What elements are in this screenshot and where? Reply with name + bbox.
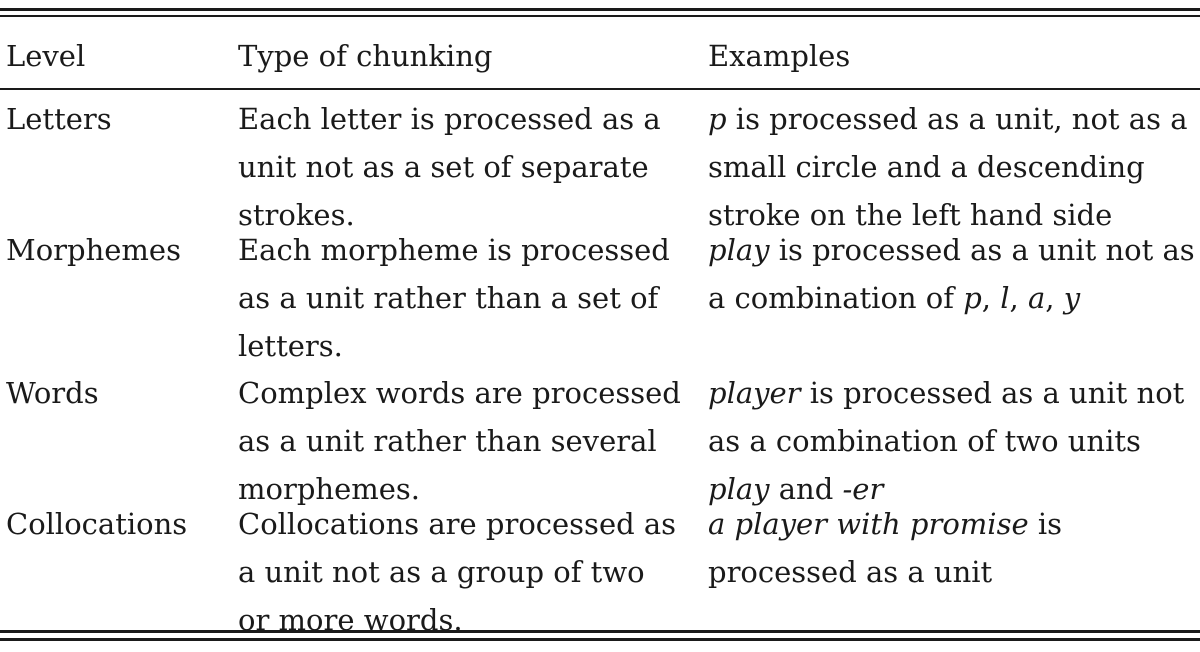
type-line: Each morpheme is processed xyxy=(238,233,670,267)
example-text: , xyxy=(1009,281,1028,315)
type-line: as a unit rather than a set of xyxy=(238,281,659,315)
example-text: is processed as a unit, not as a xyxy=(726,102,1188,136)
row-type-description: Complex words are processed as a unit rat… xyxy=(238,369,681,513)
type-line: letters. xyxy=(238,329,343,363)
row-type-description: Each morpheme is processed as a unit rath… xyxy=(238,226,670,370)
example-line: stroke on the left hand side xyxy=(708,191,1187,239)
example-text: stroke on the left hand side xyxy=(708,198,1113,232)
example-italic-term: a xyxy=(1027,281,1046,315)
example-text: and xyxy=(769,472,843,506)
example-text: is xyxy=(1028,507,1063,541)
header-rule xyxy=(0,88,1200,90)
example-italic-term: l xyxy=(1000,281,1010,315)
type-line: or more words. xyxy=(238,603,463,637)
row-example: p is processed as a unit, not as a small … xyxy=(708,95,1187,239)
header-level: Level xyxy=(6,39,86,73)
bottom-double-rule-lower xyxy=(0,638,1200,641)
row-level-label: Letters xyxy=(6,102,112,136)
example-text: is processed as a unit not xyxy=(800,376,1185,410)
type-line: Collocations are processed as xyxy=(238,507,677,541)
row-level-label: Words xyxy=(6,376,99,410)
example-text: a combination of xyxy=(708,281,964,315)
type-line: Each letter is processed as a xyxy=(238,102,661,136)
example-italic-term: -er xyxy=(842,472,884,506)
example-text: , xyxy=(981,281,1001,315)
example-italic-term: y xyxy=(1063,281,1081,315)
type-line: morphemes. xyxy=(238,472,420,506)
example-italic-term: player xyxy=(708,376,801,410)
row-example: player is processed as a unit not as a co… xyxy=(708,369,1184,513)
top-double-rule-upper xyxy=(0,8,1200,11)
type-line: strokes. xyxy=(238,198,355,232)
top-double-rule-lower xyxy=(0,15,1200,17)
row-example: a player with promise is processed as a u… xyxy=(708,500,1062,596)
row-type-description: Each letter is processed as a unit not as… xyxy=(238,95,661,239)
example-italic-term: p xyxy=(963,281,982,315)
example-italic-term: a player with promise xyxy=(708,507,1029,541)
type-line: a unit not as a group of two xyxy=(238,555,645,589)
example-line: player is processed as a unit not xyxy=(708,369,1184,417)
type-line: Complex words are processed xyxy=(238,376,681,410)
row-level-label: Morphemes xyxy=(6,233,181,267)
example-text: is processed as a unit not as xyxy=(769,233,1195,267)
example-line: play and -er xyxy=(708,465,1184,513)
bottom-double-rule-upper xyxy=(0,630,1200,633)
example-text: as a combination of two units xyxy=(708,424,1141,458)
row-level-label: Collocations xyxy=(6,507,188,541)
example-italic-term: play xyxy=(708,472,770,506)
row-type-description: Collocations are processed as a unit not … xyxy=(238,500,676,644)
example-line: processed as a unit xyxy=(708,548,1062,596)
example-text: small circle and a descending xyxy=(708,150,1145,184)
example-text: processed as a unit xyxy=(708,555,993,589)
example-line: small circle and a descending xyxy=(708,143,1187,191)
example-line: play is processed as a unit not as xyxy=(708,226,1195,274)
example-line: a combination of p, l, a, y xyxy=(708,274,1195,322)
header-examples: Examples xyxy=(708,39,851,73)
type-line: as a unit rather than several xyxy=(238,424,657,458)
example-italic-term: play xyxy=(708,233,770,267)
example-text: , xyxy=(1045,281,1064,315)
example-line: as a combination of two units xyxy=(708,417,1184,465)
example-line: a player with promise is xyxy=(708,500,1062,548)
example-line: p is processed as a unit, not as a xyxy=(708,95,1187,143)
type-line: unit not as a set of separate xyxy=(238,150,649,184)
header-type-of-chunking: Type of chunking xyxy=(238,39,493,73)
example-italic-term: p xyxy=(708,102,727,136)
